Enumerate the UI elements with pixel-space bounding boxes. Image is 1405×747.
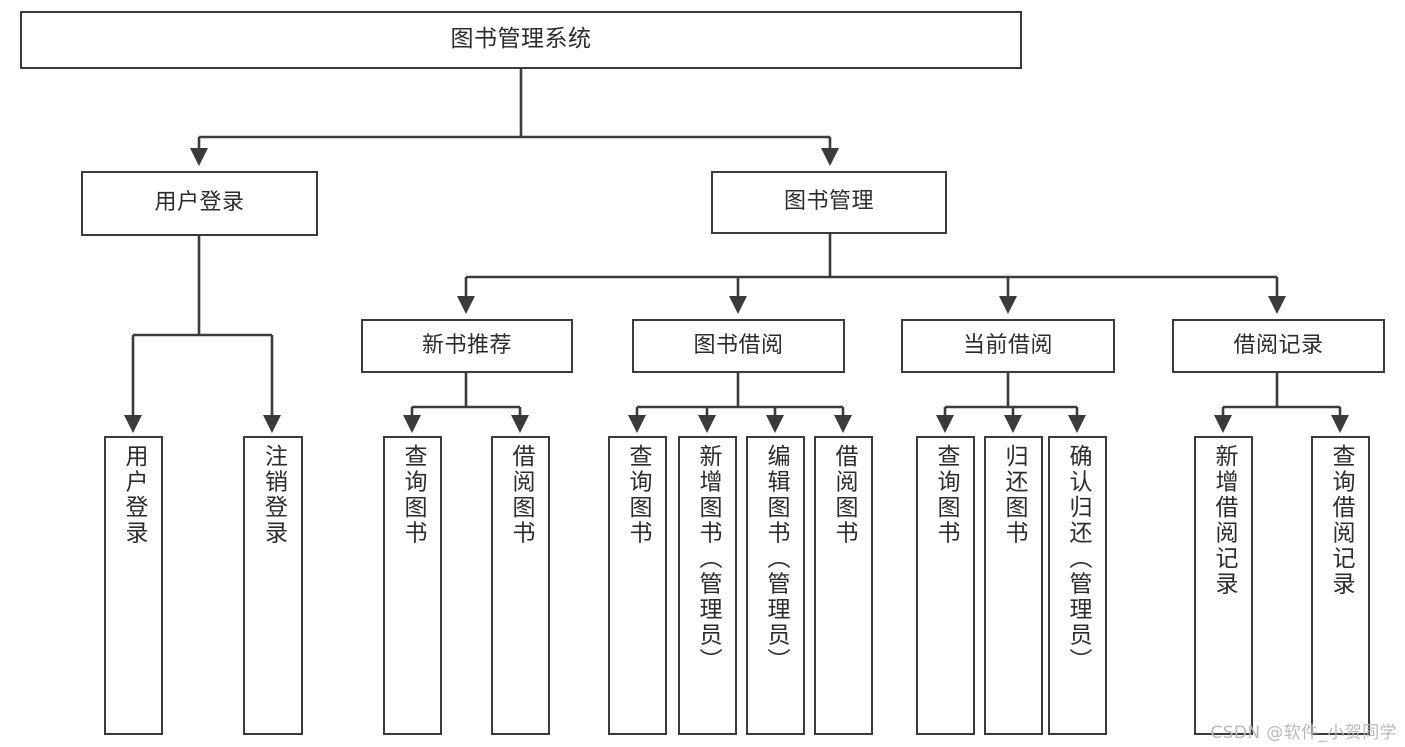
node-new-book-recommend[interactable]: 新书推荐 [361,319,573,373]
node-label: 借阅图书 [831,444,857,546]
node-label: 查询图书 [625,444,651,546]
node-current-borrow[interactable]: 当前借阅 [901,319,1115,373]
node-label: 用户登录 [154,190,245,216]
node-label: 新书推荐 [421,332,512,358]
leaf-book-borrow-1[interactable]: 查询图书 [608,436,667,735]
node-label: 编辑图书（管理员） [763,444,789,674]
node-label: 图书借阅 [693,332,784,358]
node-book-management[interactable]: 图书管理 [711,171,947,234]
node-label: 图书管理系统 [450,26,592,53]
node-label: 查询图书 [933,444,959,546]
node-label: 查询借阅记录 [1328,444,1354,597]
leaf-book-borrow-2[interactable]: 新增图书（管理员） [678,436,737,735]
node-label: 注销登录 [260,444,287,546]
leaf-current-borrow-1[interactable]: 查询图书 [916,436,975,735]
node-label: 查询图书 [400,444,426,546]
leaf-borrow-record-2[interactable]: 查询借阅记录 [1311,436,1370,735]
leaf-borrow-record-1[interactable]: 新增借阅记录 [1194,436,1253,735]
leaf-current-borrow-2[interactable]: 归还图书 [984,436,1043,735]
leaf-book-borrow-3[interactable]: 编辑图书（管理员） [746,436,805,735]
leaf-user-login-2[interactable]: 注销登录 [243,436,303,735]
leaf-current-borrow-3[interactable]: 确认归还（管理员） [1048,436,1107,735]
leaf-user-login-1[interactable]: 用户登录 [104,436,163,735]
leaf-new-book-1[interactable]: 查询图书 [383,436,442,735]
node-label: 当前借阅 [962,332,1053,358]
leaf-book-borrow-4[interactable]: 借阅图书 [814,436,873,735]
node-label: 新增借阅记录 [1211,444,1237,597]
node-label: 图书管理 [783,189,874,215]
node-root-system[interactable]: 图书管理系统 [20,11,1022,69]
node-user-login[interactable]: 用户登录 [81,171,318,236]
node-label: 确认归还（管理员） [1065,444,1091,674]
node-borrow-record[interactable]: 借阅记录 [1172,319,1385,373]
leaf-new-book-2[interactable]: 借阅图书 [491,436,550,735]
node-label: 新增图书（管理员） [695,444,721,674]
node-label: 归还图书 [1001,444,1027,546]
node-label: 用户登录 [121,444,147,546]
watermark-text: CSDN @软件_小贺同学 [1210,723,1397,743]
node-book-borrow[interactable]: 图书借阅 [632,319,845,373]
node-label: 借阅记录 [1233,332,1324,358]
node-label: 借阅图书 [508,444,534,546]
